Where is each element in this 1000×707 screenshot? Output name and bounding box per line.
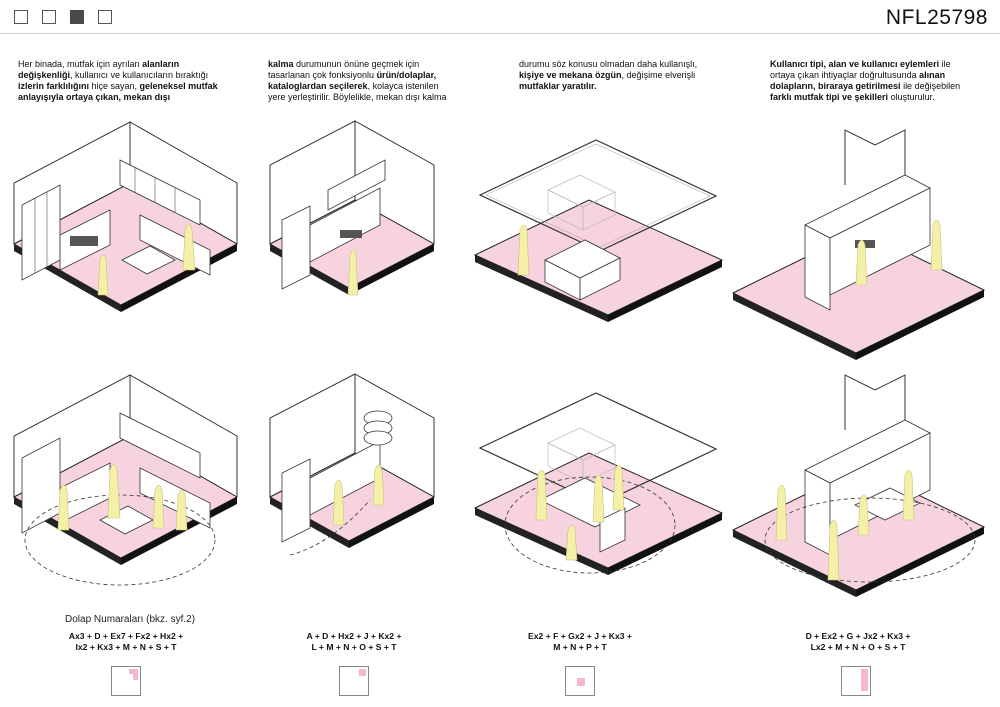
paragraph-run: oluşturulur.	[888, 92, 935, 102]
header-rule	[0, 33, 1000, 34]
formula-2: A + D + Hx2 + J + Kx2 + L + M + N + O + …	[306, 631, 402, 652]
paragraph-run: ürün/dolaplar, kataloglardan seçilerek	[268, 70, 437, 91]
paragraph-run: , kolayca istenilen yere yerleştirilir. …	[268, 81, 447, 102]
intro-paragraph-4: Kullanıcı tipi, alan ve kullanıcı eyleml…	[770, 59, 975, 103]
paragraph-run: kişiye ve mekana özgün	[519, 70, 622, 80]
paragraph-run: kalma	[268, 59, 294, 69]
person-figure	[175, 489, 188, 531]
intro-paragraph-1: Her binada, mutfak için ayrılan alanları…	[18, 59, 233, 103]
person-figure	[930, 219, 943, 271]
person-figure	[152, 484, 165, 529]
person-figure	[347, 249, 359, 296]
paragraph-run: geleneksel mutfak anlayışıyla ortaya çık…	[18, 81, 218, 102]
diagram-room-1-top	[12, 121, 239, 312]
person-figure	[517, 224, 530, 276]
person-figure	[902, 469, 915, 521]
person-figure	[612, 464, 625, 511]
person-figure	[57, 484, 70, 531]
intro-paragraph-2: kalma durumunun önüne geçmek için tasarl…	[268, 59, 458, 103]
footprint-thumb-1	[111, 666, 141, 696]
paragraph-run: hiçe sayan,	[89, 81, 140, 91]
diagram-room-3-top	[473, 139, 724, 322]
person-figure	[535, 469, 548, 521]
page-square-1	[14, 10, 28, 24]
page-square-4	[98, 10, 112, 24]
paragraph-run: mutfaklar yaratılır.	[519, 81, 597, 91]
paragraph-run: Her binada, mutfak için ayrılan	[18, 59, 143, 69]
person-figure	[565, 524, 578, 561]
footprint-thumb-2	[339, 666, 369, 696]
person-figure	[827, 519, 840, 581]
paragraph-run: , değişime elverişli	[621, 70, 696, 80]
paragraph-run: farklı mutfak tipi ve şekilleri	[770, 92, 889, 102]
footprint-thumb-4	[841, 666, 871, 696]
person-figure	[372, 464, 385, 506]
diagram-room-2-bottom	[268, 373, 436, 556]
person-figure	[182, 223, 196, 271]
person-figure	[775, 484, 788, 541]
diagram-room-4-bottom	[731, 374, 986, 597]
formula-1: Ax3 + D + Ex7 + Fx2 + Hx2 + Ix2 + Kx3 + …	[68, 631, 184, 652]
paragraph-run: durumunun önüne geçmek için tasarlanan ç…	[268, 59, 420, 80]
page-square-3	[70, 10, 84, 24]
paragraph-run: alınan dolapların, biraraya getirilmesi	[770, 70, 946, 91]
formula-3: Ex2 + F + Gx2 + J + Kx3 + M + N + P + T	[528, 631, 632, 652]
person-figure	[857, 494, 870, 536]
paragraph-run: Kullanıcı tipi, alan ve kullanıcı eyleml…	[770, 59, 940, 69]
footprint-thumb-3	[565, 666, 595, 696]
paragraph-run: durumu söz konusu olmadan daha kullanışl…	[519, 59, 698, 69]
intro-paragraph-3: durumu söz konusu olmadan daha kullanışl…	[519, 59, 719, 92]
person-figure	[332, 479, 345, 526]
paragraph-run: ile değişebilen	[900, 81, 961, 91]
person-figure	[107, 463, 121, 519]
cabinet-numbers-label: Dolap Numaraları (bkz. syf.2)	[65, 614, 196, 625]
paragraph-run: ile ortaya çıkan ihtiyaçlar doğrultusund…	[770, 59, 951, 80]
sheet-code: NFL25798	[885, 6, 988, 29]
person-figure	[97, 254, 109, 296]
diagram-room-1-bottom	[12, 374, 239, 586]
paragraph-run: , kullanıcı ve kullanıcıların bıraktığı	[70, 70, 209, 80]
formula-4: D + Ex2 + G + Jx2 + Kx3 + Lx2 + M + N + …	[805, 631, 911, 652]
diagram-room-3-bottom	[473, 392, 724, 575]
diagram-room-4-top	[731, 129, 986, 360]
paragraph-run: izlerin farklılığını	[18, 81, 90, 91]
page-square-2	[42, 10, 56, 24]
person-figure	[855, 239, 868, 286]
diagram-room-2-top	[268, 120, 436, 296]
person-figure	[592, 474, 605, 523]
paragraph-run: alanların değişkenliği	[18, 59, 180, 80]
